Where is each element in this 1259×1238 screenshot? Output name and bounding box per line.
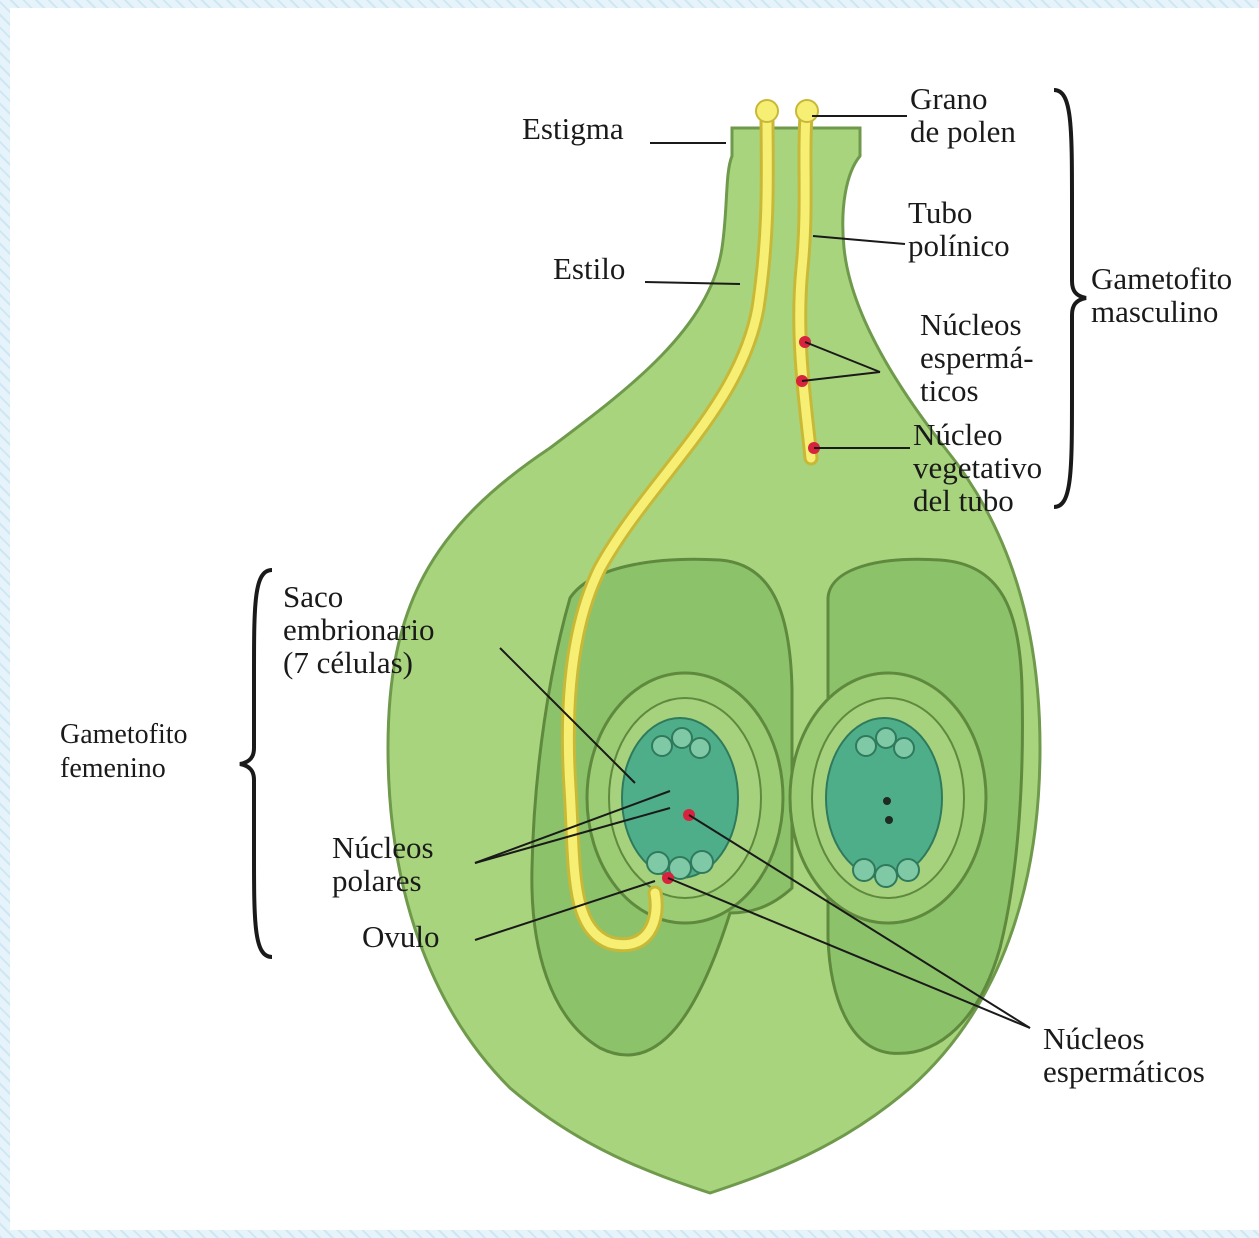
- male-gametophyte-bracket: [1050, 86, 1090, 511]
- label-line: (7 células): [283, 646, 435, 679]
- label-line: Saco: [283, 580, 435, 613]
- label-line: embrionario: [283, 613, 435, 646]
- label-line: espermá-: [920, 341, 1034, 374]
- diagram-paper: Estigma Estilo Grano de polen Tubo polín…: [10, 8, 1259, 1230]
- label-nucleos-polares: Núcleos polares: [332, 831, 434, 897]
- label-gametofito-masculino: Gametofito masculino: [1091, 262, 1232, 328]
- label-line: Núcleo: [913, 418, 1042, 451]
- label-line: Núcleos: [1043, 1022, 1205, 1055]
- label-line: del tubo: [913, 484, 1042, 517]
- label-line: polares: [332, 864, 434, 897]
- label-line: Gametofito: [1091, 262, 1232, 295]
- label-line: Grano: [910, 82, 1016, 115]
- label-line: espermáticos: [1043, 1055, 1205, 1088]
- label-grano-de-polen: Grano de polen: [910, 82, 1016, 148]
- right-pollen-grain: [796, 100, 818, 122]
- label-line: de polen: [910, 115, 1016, 148]
- label-line: femenino: [60, 752, 188, 786]
- label-line: Núcleos: [920, 308, 1034, 341]
- label-gametofito-femenino: Gametofito femenino: [60, 718, 188, 786]
- label-line: Gametofito: [60, 718, 188, 752]
- label-ovulo: Ovulo: [362, 920, 440, 953]
- label-tubo-polinico: Tubo polínico: [908, 196, 1010, 262]
- label-line: vegetativo: [913, 451, 1042, 484]
- label-nucleos-espermaticos-saco: Núcleos espermáticos: [1043, 1022, 1205, 1088]
- label-estilo: Estilo: [553, 252, 625, 285]
- label-nucleos-espermaticos-tubo: Núcleos espermá- ticos: [920, 308, 1034, 407]
- left-pollen-grain: [756, 100, 778, 122]
- label-saco-embrionario: Saco embrionario (7 células): [283, 580, 435, 679]
- label-estigma: Estigma: [522, 112, 624, 145]
- label-line: masculino: [1091, 295, 1232, 328]
- label-line: Núcleos: [332, 831, 434, 864]
- label-line: ticos: [920, 374, 1034, 407]
- label-line: polínico: [908, 229, 1010, 262]
- label-nucleo-vegetativo: Núcleo vegetativo del tubo: [913, 418, 1042, 517]
- label-line: Tubo: [908, 196, 1010, 229]
- female-gametophyte-bracket: [236, 566, 276, 961]
